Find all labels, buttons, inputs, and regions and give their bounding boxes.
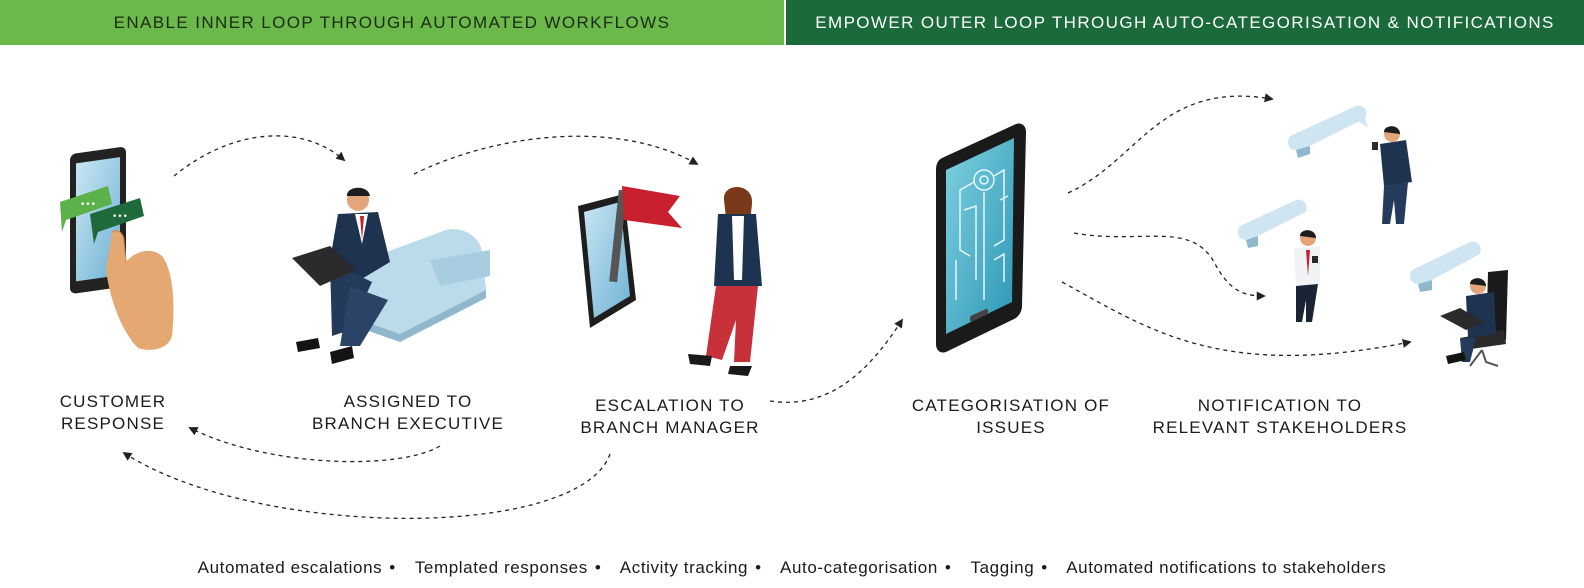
step-label-line1: ESCALATION TO [595,396,745,415]
feature-item: Tagging [970,558,1035,577]
step-label-line1: ASSIGNED TO [343,392,473,411]
feature-separator: • [389,558,396,577]
person-phone-icon [1372,126,1412,224]
feature-separator: • [1041,558,1048,577]
step-label-line2: RESPONSE [60,414,166,433]
step-label-line2: RELEVANT STAKEHOLDERS [1152,418,1408,437]
arrow-to-stakeholder-top [1067,93,1274,194]
feature-list: Automated escalations • Templated respons… [0,558,1584,578]
stakeholder-middle [1238,199,1320,322]
feature-item: Automated escalations [197,558,383,577]
feature-separator: • [594,558,602,577]
step-notification-stakeholders: NOTIFICATION TO RELEVANT STAKEHOLDERS [1150,395,1410,439]
svg-text:•••: ••• [112,212,128,222]
outer-loop-title: EMPOWER OUTER LOOP THROUGH AUTO-CATEGORI… [815,12,1555,32]
feature-item: Templated responses [414,558,588,577]
inner-loop-banner: ENABLE INNER LOOP THROUGH AUTOMATED WORK… [0,0,784,45]
feature-separator: • [944,558,952,577]
step-label-line1: CATEGORISATION OF [911,396,1111,415]
arrow-to-stakeholder-middle [1073,232,1266,301]
flag-icon [578,186,682,328]
step-assigned-branch-executive: ASSIGNED TO BRANCH EXECUTIVE [298,391,518,435]
arrow-manager-back-to-response [122,452,611,520]
step-categorisation-of-issues: CATEGORISATION OF ISSUES [896,395,1126,439]
feature-item: Activity tracking [619,558,749,577]
arrow-executive-to-manager [413,135,699,175]
stakeholder-bottom [1410,241,1508,367]
person-chair-icon [1440,270,1508,367]
arrow-response-to-executive [173,135,346,177]
person-phone-icon [1294,230,1320,322]
feature-item: Automated notifications to stakeholders [1066,558,1387,577]
feature-item: Auto-categorisation [780,558,938,577]
inner-loop-title: ENABLE INNER LOOP THROUGH AUTOMATED WORK… [113,12,671,32]
step-label-line2: BRANCH EXECUTIVE [311,414,505,433]
feature-separator: • [755,558,762,577]
outer-loop-banner: EMPOWER OUTER LOOP THROUGH AUTO-CATEGORI… [786,0,1584,45]
svg-text:•••: ••• [80,200,96,210]
step-escalation-branch-manager: ESCALATION TO BRANCH MANAGER [560,395,780,439]
arrow-manager-to-categorisation [769,318,903,403]
step-label-line1: CUSTOMER [59,392,167,411]
step-label-line1: NOTIFICATION TO [1197,396,1363,415]
person-laptop-icon [292,187,490,364]
step-label-line2: ISSUES [976,418,1046,437]
phone-tap-icon: ••• ••• [60,147,174,350]
chat-bubble-icon [1410,241,1481,292]
woman-manager-icon [688,186,762,376]
tablet-circuit-icon [936,123,1026,353]
chat-bubble-icon [1238,199,1307,248]
chat-bubble-icon [1288,105,1368,158]
step-customer-response: CUSTOMER RESPONSE [38,391,188,435]
step-label-line2: BRANCH MANAGER [580,418,760,437]
arrow-executive-back-to-response [188,427,441,463]
arrow-to-stakeholder-bottom [1061,281,1412,357]
chat-bubble-icon: ••• ••• [60,186,144,244]
stakeholder-top [1288,105,1412,224]
flow-arrows [122,93,1412,520]
